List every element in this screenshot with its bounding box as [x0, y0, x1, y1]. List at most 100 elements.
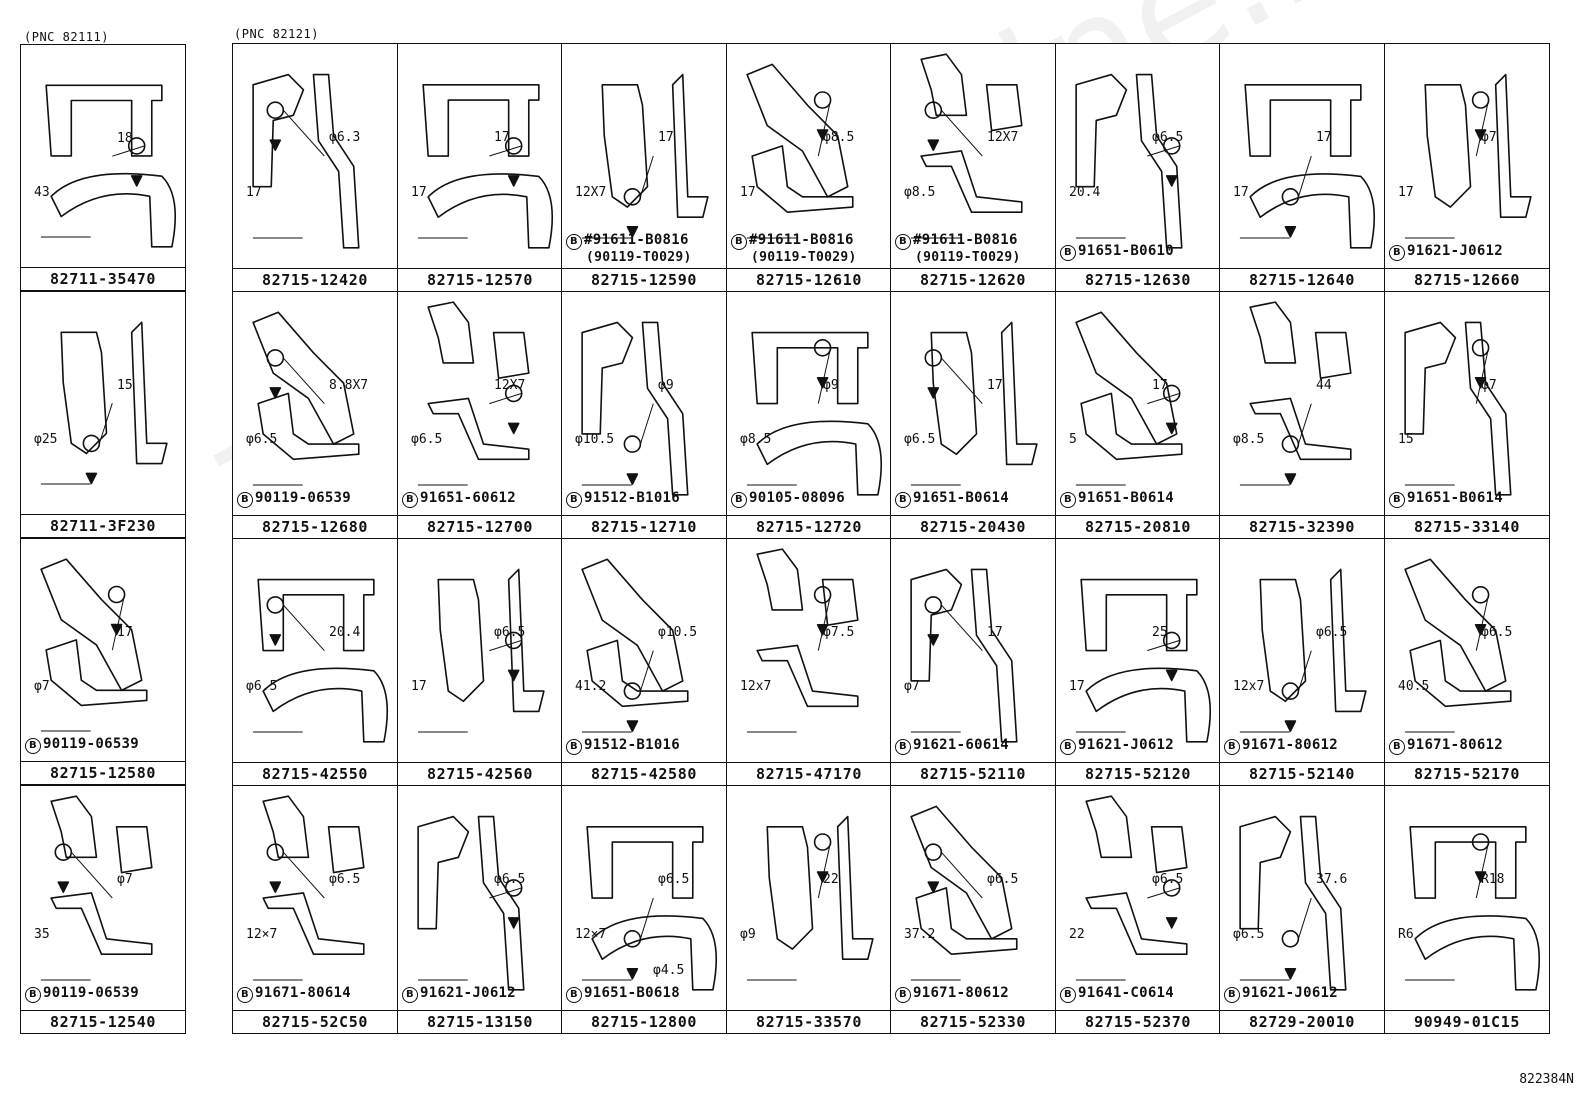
part-number: 82715-20430 — [891, 515, 1055, 538]
dimension-label: 12x7 — [740, 679, 772, 694]
dimension-label: φ9 — [658, 378, 674, 393]
dimension-label: φ6.5 — [329, 872, 361, 887]
bracket-drawing — [1404, 825, 1541, 991]
bracket-drawing — [581, 321, 689, 496]
bracket-drawing — [417, 83, 554, 249]
dimension-label: R6 — [1398, 927, 1414, 942]
dimension-label: φ6.5 — [658, 872, 690, 887]
dimension-label: 17 — [1233, 185, 1249, 200]
dimension-label: 17 — [1398, 185, 1414, 200]
dimension-label: φ6.5 — [494, 872, 526, 887]
fastener-number: 91671-80612 — [1407, 737, 1504, 753]
diagram-id: 822384N — [1519, 1072, 1574, 1087]
bracket-drawing — [252, 73, 360, 249]
part-number: 82715-52170 — [1385, 762, 1549, 785]
part-number: 82715-32390 — [1220, 515, 1384, 538]
fastener-b-icon: B — [402, 987, 418, 1003]
dimension-label: φ6.5 — [1152, 130, 1184, 145]
dimension-label: 12×7 — [575, 927, 607, 942]
dimension-label: 37.2 — [904, 927, 936, 942]
dimension-label: φ8.5 — [823, 130, 855, 145]
dimension-label: φ10.5 — [575, 432, 615, 447]
dimension-label: φ6.5 — [1481, 625, 1513, 640]
bracket-drawing — [910, 568, 1018, 743]
fastener-b-icon: B — [1060, 245, 1076, 261]
dimension-label: 12X7 — [575, 185, 607, 200]
part-number: 82715-12680 — [233, 515, 397, 538]
fastener-callout: B#91611-B0816(90119-T0029) — [731, 232, 857, 265]
dimension-label: 5 — [1069, 432, 1077, 447]
fastener-number: 91621-60614 — [913, 737, 1010, 753]
fastener-b-icon: B — [237, 987, 253, 1003]
part-number: 82715-52C50 — [233, 1010, 397, 1033]
fastener-callout: B#91611-B0816(90119-T0029) — [895, 232, 1021, 265]
part-number: 82715-12800 — [562, 1010, 726, 1033]
fastener-b-icon: B — [895, 234, 911, 250]
dimension-label: 20.4 — [329, 625, 361, 640]
fastener-b-icon: B — [1224, 987, 1240, 1003]
fastener-b-icon: B — [895, 492, 911, 508]
dimension-label: 40.5 — [1398, 679, 1430, 694]
part-number: 82715-12620 — [891, 268, 1055, 291]
dimension-label: φ4.5 — [653, 963, 685, 978]
bracket-drawing — [910, 321, 1038, 486]
fastener-number: 91651-B0614 — [1078, 490, 1175, 506]
dimension-label: φ6.5 — [1152, 872, 1184, 887]
bracket-drawing — [40, 558, 148, 732]
bracket-drawing — [1404, 73, 1532, 239]
part-number: 82715-12630 — [1056, 268, 1220, 291]
dimension-label: 17 — [658, 130, 674, 145]
fastener-number: 91651-B0614 — [1407, 490, 1504, 506]
fastener-number: 91651-60612 — [420, 490, 517, 506]
fastener-number: 91651-B0618 — [584, 985, 681, 1001]
bracket-drawing — [746, 548, 859, 733]
part-number: 82711-3F230 — [21, 514, 185, 537]
fastener-b-icon: B — [25, 738, 41, 754]
dimension-label: 18 — [117, 131, 133, 146]
bracket-drawing — [1239, 83, 1376, 249]
dimension-label: φ9 — [823, 378, 839, 393]
bracket-drawing — [252, 578, 389, 743]
dimension-label: 43 — [34, 185, 50, 200]
part-number: 82715-42560 — [398, 762, 562, 785]
dimension-label: φ25 — [34, 432, 58, 447]
dimension-label: φ8.5 — [740, 432, 772, 447]
part-number: 82715-52120 — [1056, 762, 1220, 785]
dimension-label: 41.2 — [575, 679, 607, 694]
dimension-label: φ7 — [117, 872, 133, 887]
fastener-b-icon: B — [1389, 492, 1405, 508]
dimension-label: 17 — [1316, 130, 1332, 145]
part-number: 82715-12640 — [1220, 268, 1384, 291]
fastener-b-icon: B — [566, 234, 582, 250]
part-cell-r0-c6: 17 17 82715-12640 — [1219, 43, 1385, 292]
part-number: 82715-52330 — [891, 1010, 1055, 1033]
dimension-label: 17 — [411, 679, 427, 694]
bracket-drawing — [1075, 795, 1188, 981]
bracket-drawing — [252, 311, 360, 486]
fastener-number: 91651-B0614 — [913, 490, 1010, 506]
fastener-number: 91651-B0610 — [1078, 243, 1175, 259]
part-number: 82715-52140 — [1220, 762, 1384, 785]
fastener-number: 90119-06539 — [43, 985, 140, 1001]
fastener-b-icon: B — [1389, 739, 1405, 755]
fastener-alt-number: (90119-T0029) — [751, 250, 857, 265]
